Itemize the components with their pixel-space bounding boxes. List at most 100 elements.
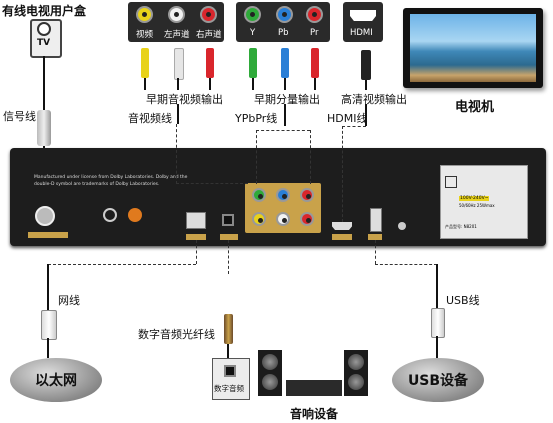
ethernet-port-label [186,234,206,240]
tv-screen [410,14,536,82]
optical-port-icon [222,214,234,226]
optical-cable-line [227,344,229,358]
ypbpr-cable-label: YPbPr线 [235,112,278,125]
usb-dashed-path [375,264,437,265]
speaker-cone-icon [348,354,364,370]
av-cable-line [144,78,146,90]
network-dashed-path [196,240,197,264]
usb-cable-line [436,264,438,308]
speaker-right-icon [344,350,368,396]
left-audio-plug-icon [174,48,184,80]
hdmi-cable-label: HDMI线 [327,112,368,125]
amplifier-icon [286,380,342,396]
hdmi-dashed-path [342,126,343,222]
video-plug-icon [141,48,149,78]
usb-dashed-path [375,240,376,264]
digital-audio-label: 数字音频 [214,384,244,393]
rear-hdmi-port-icon [332,222,352,230]
digital-audio-port-icon [224,365,236,377]
rear-y-jack-icon [252,188,266,202]
av-dashed-path [176,124,177,184]
speaker-left-icon [258,350,282,396]
dolby-license-text: Manufactured under license from Dolby La… [34,175,188,187]
rating-voltage: 100V-240V~ [459,196,490,201]
coax-connector-icon [37,110,51,146]
av-cable-label: 音视频线 [128,112,172,125]
rating-freq: 50/60Hz 25Wmax [459,203,495,208]
y-jack-label: Y [250,28,256,38]
rear-right-jack-icon [300,212,314,226]
rating-plate: 100V-240V~ 50/60Hz 25Wmax 产品型号: N8201 [440,165,528,239]
tv-label: 电视机 [455,100,495,115]
speaker-cone-icon [348,374,364,390]
optical-cable-label: 数字音频光纤线 [138,328,215,341]
tv-icon [403,8,543,88]
certification-mark-icon [103,208,117,222]
usb-device-label: USB设备 [407,373,469,389]
usb-plug-icon [431,308,445,338]
hdmi-jack-label: HDMI [350,28,373,38]
early-ypbpr-out-label: 早期分量输出 [254,93,320,106]
rear-usb-port-icon [370,208,382,232]
usb-cable-label: USB线 [446,294,480,307]
hdmi-plug-icon [361,50,371,80]
video-jack-label: 视频 [136,30,154,40]
pb-jack-label: Pb [278,28,289,38]
video-jack-icon [136,6,153,23]
rear-usb-label [368,234,382,240]
hdmi-cable-line-lower [365,104,367,126]
right-audio-plug-icon [206,48,214,78]
rear-button-icon [398,222,406,230]
digital-audio-port-box: 数字音频 [212,358,250,400]
av-cable-line [177,78,179,90]
ethernet-port-icon [186,212,206,229]
speaker-cone-icon [262,374,278,390]
right-audio-jack-icon [200,6,217,23]
hdmi-jack-panel [343,2,383,42]
ypbpr-cable-line [252,78,254,90]
pr-jack-icon [306,6,323,23]
ethernet-label: 以太网 [35,373,77,389]
rj45-plug-icon [41,310,57,340]
optical-port-label [220,234,238,240]
hdmi-dashed-path [342,126,366,127]
usb-cable-line-lower [436,336,438,358]
ypbpr-cable-line [284,78,286,90]
rear-left-jack-icon [276,212,290,226]
tv-port-label: TV [37,38,51,48]
signal-cable-line [43,56,45,110]
device-coax-label [28,232,68,238]
device-coax-port-icon [35,206,55,226]
early-av-out-label: 早期音视频输出 [146,93,223,106]
usb-device-node: USB设备 [392,358,484,402]
optical-dashed-path [228,240,229,274]
ypbpr-cable-line-lower [284,104,286,126]
rear-pr-jack-icon [300,188,314,202]
rear-pb-jack-icon [276,188,290,202]
ypbpr-dashed-path [256,130,257,184]
network-cable-line [47,264,49,310]
ethernet-node: 以太网 [10,358,102,402]
left-audio-jack-icon [168,6,185,23]
pr-plug-icon [311,48,319,78]
av-dashed-path [176,183,248,184]
hdmi-cable-line [365,80,367,90]
hdmi-port-icon [350,10,376,21]
pb-jack-icon [276,6,293,23]
av-cable-line [209,78,211,90]
coax-outlet-icon [37,22,51,36]
pb-plug-icon [281,48,289,78]
rear-video-jack-icon [252,212,266,226]
speaker-cone-icon [262,354,278,370]
network-dashed-path [48,264,196,265]
orange-logo-icon [128,208,142,222]
sound-system-label: 音响设备 [290,407,339,421]
left-audio-jack-label: 左声道 [164,30,190,40]
av-cable-line-lower [177,104,179,124]
power-icon [445,176,457,188]
optical-plug-icon [224,314,233,344]
y-plug-icon [249,48,257,78]
ypbpr-cable-line [314,78,316,90]
ypbpr-dashed-path [310,130,311,184]
rear-hdmi-label [332,234,352,240]
